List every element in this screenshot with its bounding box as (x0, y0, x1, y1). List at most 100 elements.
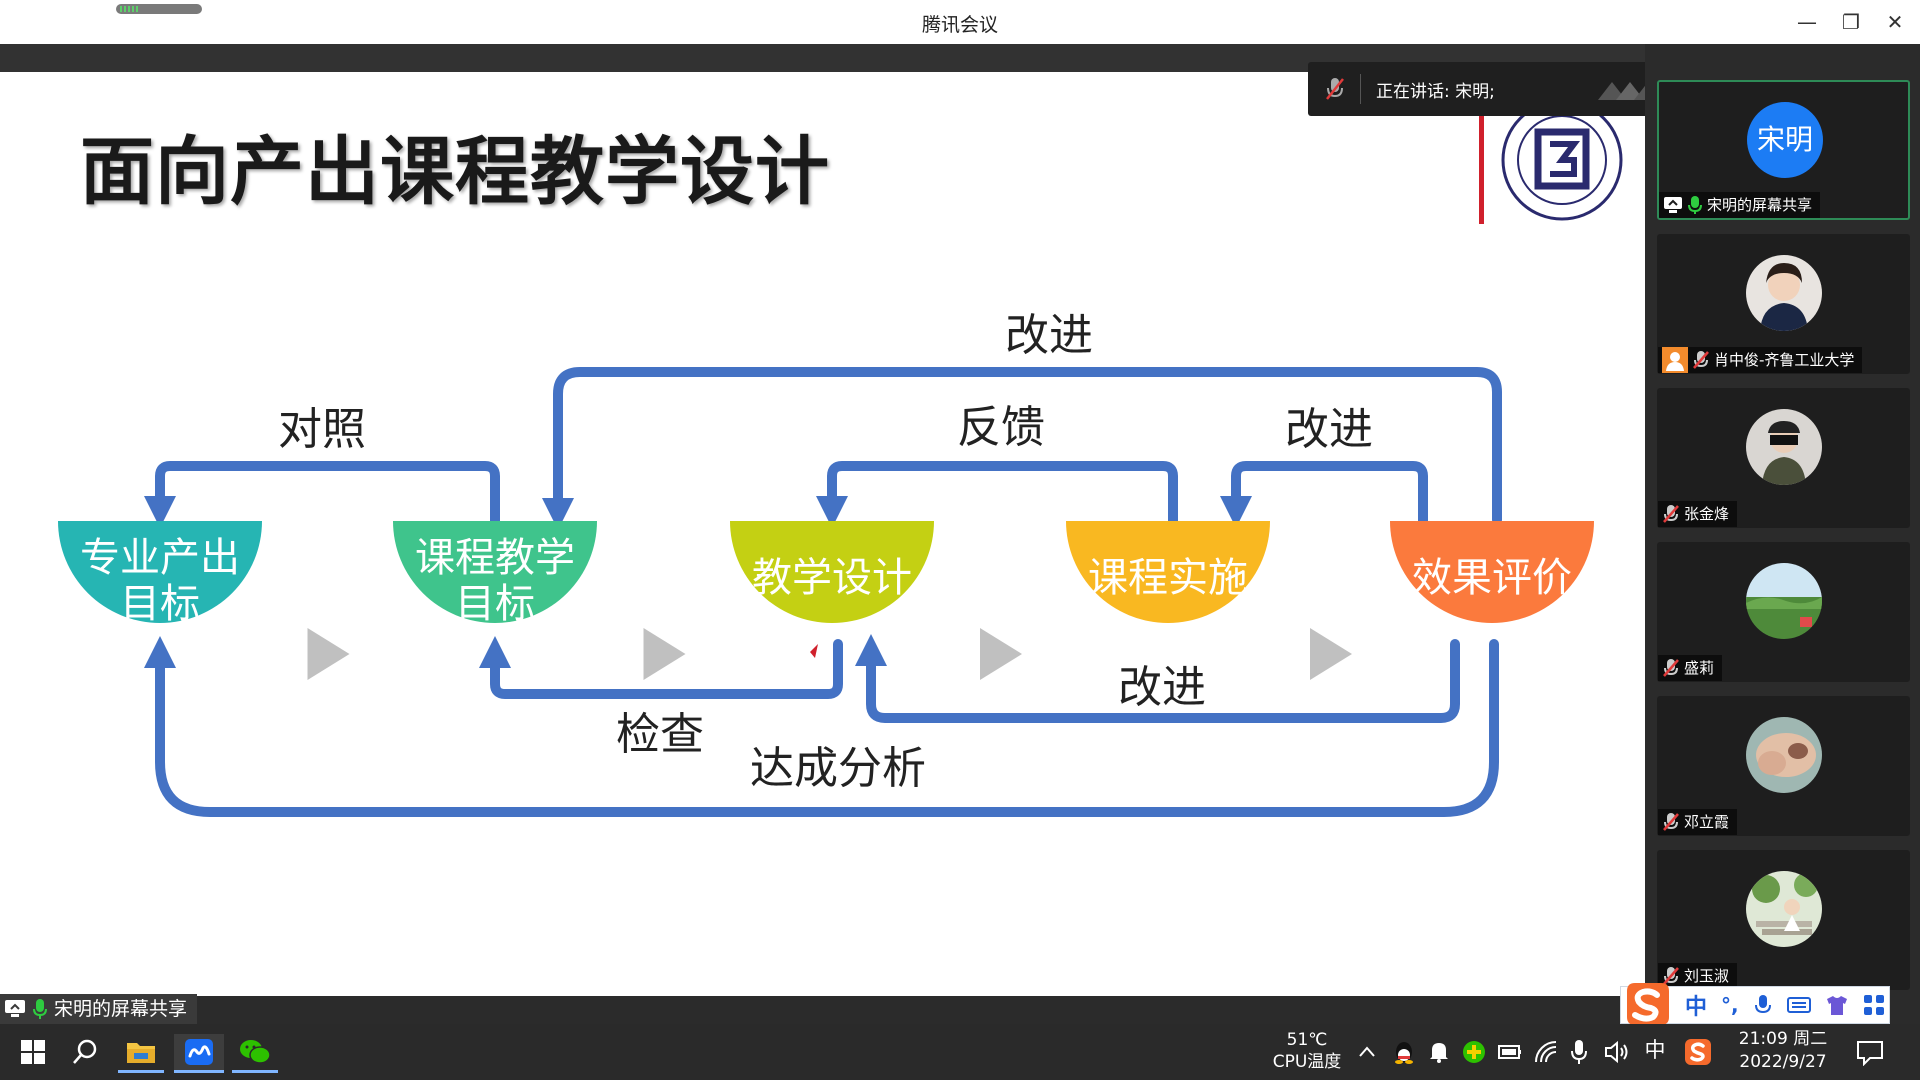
notification-bell-icon[interactable] (1428, 1040, 1450, 1064)
label-jiancha: 检查 (616, 709, 704, 760)
participant-name: 宋明的屏幕共享 (1707, 196, 1813, 214)
shared-screen: 面向产出课程教学设计 专业产出目标课程教学目标教学设计课程实施效果评价 对照 改… (0, 72, 1645, 996)
participant-label: 刘玉淑 (1658, 963, 1738, 989)
folder-icon (127, 1043, 155, 1063)
university-logo-icon (1501, 99, 1623, 221)
mic-muted-icon (1693, 351, 1709, 369)
window-titlebar: 腾讯会议 — ❐ ✕ (0, 0, 1920, 44)
participant-tile-1[interactable]: 宋明 宋明的屏幕共享 (1657, 80, 1910, 220)
arrow-fankui (815, 461, 1178, 529)
microphone-icon[interactable] (1570, 1038, 1588, 1066)
participant-label: 张金烽 (1658, 501, 1738, 527)
participant-name: 肖中俊-齐鲁工业大学 (1714, 351, 1855, 369)
battery-icon[interactable] (1498, 1042, 1522, 1062)
flow-node-shape (1066, 521, 1270, 623)
slide-title: 面向产出课程教学设计 (80, 129, 830, 215)
chevron-up-icon[interactable] (1358, 1044, 1376, 1058)
mic-muted-icon (1663, 505, 1679, 523)
drag-handle[interactable] (116, 4, 202, 14)
taskbar-wechat[interactable] (232, 1034, 278, 1073)
label-gaijin-top: 改进 (1005, 310, 1093, 361)
flow-chevron-3 (980, 628, 1022, 680)
flow-node-label: 目标 (120, 581, 200, 627)
speaking-indicator: 正在讲话: 宋明; (1308, 62, 1672, 116)
speaking-separator (1360, 74, 1361, 104)
wifi-icon[interactable] (1534, 1040, 1558, 1064)
search-button[interactable] (62, 1034, 108, 1070)
volume-icon[interactable] (1604, 1040, 1630, 1064)
sogou-logo-icon[interactable] (1621, 981, 1673, 1029)
screen-share-icon (5, 1000, 25, 1017)
screen-share-name: 宋明的屏幕共享 (54, 998, 188, 1020)
taskbar: 51℃ CPU温度 中 21:09 周二 2022/9/27 (0, 1024, 1920, 1080)
arrow-jiancha (478, 635, 843, 699)
participant-label: 肖中俊-齐鲁工业大学 (1658, 347, 1863, 373)
flow-node-shape (393, 521, 597, 623)
avatar (1746, 255, 1822, 331)
close-button[interactable]: ✕ (1886, 10, 1904, 34)
arrow-gaijin-bottom (854, 633, 1460, 723)
search-icon (73, 1039, 97, 1064)
taskbar-tencent-meeting[interactable] (174, 1034, 224, 1073)
clock-time[interactable]: 21:09 周二 (1738, 1029, 1828, 1049)
tencent-meeting-icon (185, 1039, 213, 1065)
ime-keyboard-icon[interactable] (1786, 995, 1811, 1015)
flow-chevron-1 (307, 628, 350, 680)
sogou-tray-icon[interactable] (1684, 1038, 1712, 1066)
participant-name: 邓立霞 (1684, 813, 1730, 831)
arrow-gaijin-top (541, 367, 1502, 531)
ime-toolbar[interactable]: 中 °, (1620, 983, 1890, 1025)
input-language[interactable]: 中 (1644, 1038, 1666, 1062)
participant-tile-4[interactable]: 盛莉 (1657, 542, 1910, 682)
ime-voice-icon[interactable] (1753, 993, 1773, 1017)
avatar (1746, 871, 1822, 947)
participant-tile-5[interactable]: 邓立霞 (1657, 696, 1910, 836)
flow-node-5: 效果评价 (1390, 521, 1594, 623)
avatar (1746, 717, 1822, 793)
ime-toolbox-icon[interactable] (1863, 994, 1885, 1016)
start-button[interactable] (10, 1034, 56, 1070)
ime-punct-toggle[interactable]: °, (1721, 993, 1739, 1017)
mic-muted-icon (1663, 659, 1679, 677)
flow-chevron-2 (643, 628, 686, 680)
participant-label: 盛莉 (1658, 655, 1723, 681)
window-title: 腾讯会议 (921, 14, 998, 36)
participant-tile-2[interactable]: 肖中俊-齐鲁工业大学 (1657, 234, 1910, 374)
label-gaijin-bottom: 改进 (1118, 662, 1206, 713)
clock-date[interactable]: 2022/9/27 (1739, 1052, 1827, 1072)
mic-muted-icon (1663, 813, 1679, 831)
flow-node-shape (1390, 521, 1594, 623)
slide-red-divider (1479, 112, 1484, 224)
participant-panel: 宋明 宋明的屏幕共享 肖中俊-齐鲁工业大学 张金烽 盛 (1645, 44, 1920, 996)
pointer-cursor-icon (810, 644, 818, 658)
flow-diagram: 专业产出目标课程教学目标教学设计课程实施效果评价 对照 改进 反馈 改进 改进 … (58, 310, 1594, 817)
flow-node-label: 课程教学 (415, 535, 575, 581)
qq-icon[interactable] (1392, 1040, 1416, 1064)
mic-active-icon (33, 999, 47, 1019)
avatar: 宋明 (1747, 102, 1823, 178)
restore-button[interactable]: ❐ (1842, 10, 1860, 34)
minimize-button[interactable]: — (1797, 10, 1817, 34)
flow-node-shape (730, 521, 934, 623)
flow-node-label: 目标 (455, 581, 535, 627)
user-icon (1662, 347, 1688, 373)
participant-tile-3[interactable]: 张金烽 (1657, 388, 1910, 528)
mic-muted-icon (1326, 78, 1344, 100)
participant-label: 邓立霞 (1658, 809, 1738, 835)
security-plus-icon[interactable] (1462, 1040, 1486, 1064)
action-center-icon[interactable] (1856, 1040, 1884, 1066)
ime-lang-toggle[interactable]: 中 (1685, 995, 1708, 1020)
participant-tile-6[interactable]: 刘玉淑 (1657, 850, 1910, 990)
participant-name: 盛莉 (1684, 659, 1715, 677)
flow-node-label: 课程实施 (1088, 555, 1248, 601)
label-fankui: 反馈 (957, 402, 1045, 453)
avatar (1746, 409, 1822, 485)
arrow-dacheng (143, 635, 1499, 817)
ime-skin-icon[interactable] (1825, 994, 1849, 1016)
taskbar-file-explorer[interactable] (118, 1034, 164, 1073)
flow-node-label: 教学设计 (752, 555, 912, 601)
flow-chevron-4 (1310, 628, 1352, 680)
flow-node-shape (58, 521, 262, 623)
